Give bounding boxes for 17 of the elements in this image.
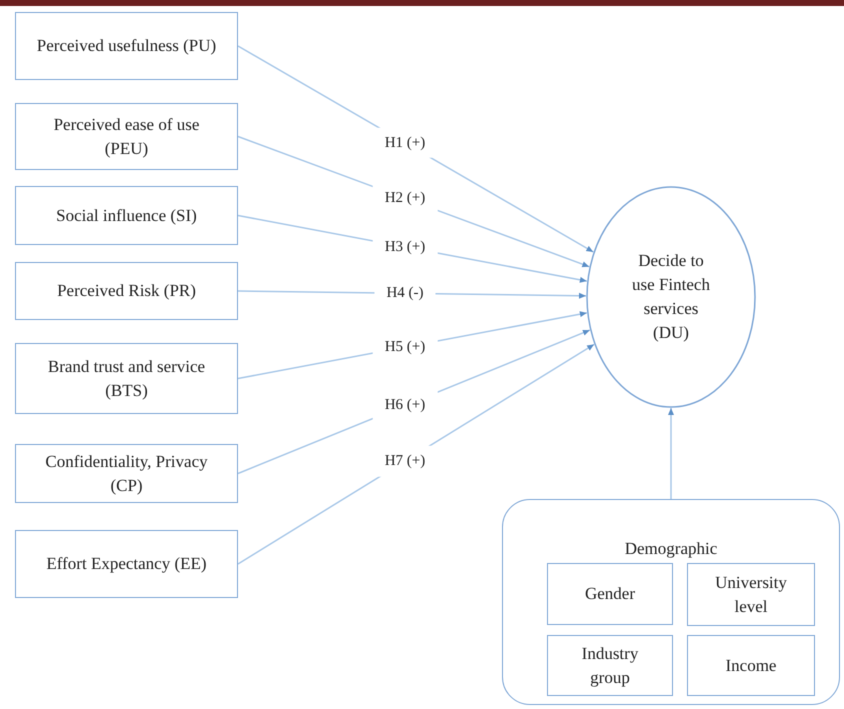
- factor-box: Perceived ease of use (PEU): [15, 103, 238, 170]
- factor-box: Perceived usefulness (PU): [15, 12, 238, 80]
- factor-box: Industry group: [547, 635, 673, 696]
- edge-label: H2 (+): [372, 183, 438, 214]
- factor-box: Brand trust and service (BTS): [15, 343, 238, 414]
- factor-box: University level: [687, 563, 815, 626]
- node-label: Decide to use Fintech services (DU): [631, 250, 711, 344]
- factor-box: Gender: [547, 563, 673, 625]
- factor-box: Effort Expectancy (EE): [15, 530, 238, 598]
- arrow: [668, 408, 674, 499]
- factor-box: Social influence (SI): [15, 186, 238, 245]
- group-title: Demographic: [624, 538, 718, 560]
- group-box: [502, 499, 840, 705]
- edge-label: H6 (+): [372, 390, 438, 421]
- factor-box: Confidentiality, Privacy (CP): [15, 444, 238, 503]
- factor-box: Income: [687, 635, 815, 696]
- factor-box: Perceived Risk (PR): [15, 262, 238, 320]
